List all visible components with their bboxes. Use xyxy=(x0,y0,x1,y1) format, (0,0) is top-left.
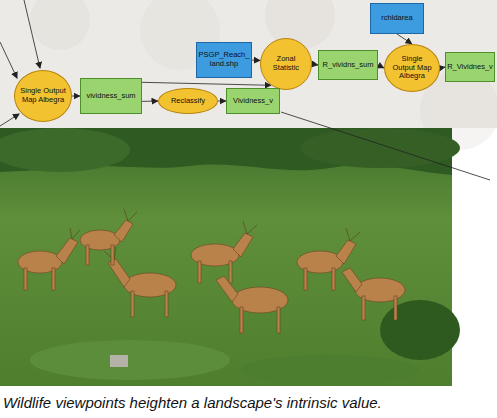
flow-arrow xyxy=(218,101,226,102)
flow-arrow xyxy=(142,82,271,85)
node-label: Single Output Map Albegra xyxy=(20,87,66,104)
output-data-box: R_vividns_sum xyxy=(318,50,378,80)
tool-oval: Zonal Statistic xyxy=(260,38,312,90)
incoming-wires xyxy=(0,0,490,180)
node-label: PSGP_Reach_ land.shp xyxy=(198,51,250,68)
tool-oval: Single Output Map Albegra xyxy=(384,44,440,92)
output-data-box: vividness_sum xyxy=(80,78,142,114)
figure-caption: Wildlife viewpoints heighten a landscape… xyxy=(3,394,382,411)
tool-oval: Single Output Map Albegra xyxy=(14,70,72,122)
node-label: R_Vividnes_v xyxy=(447,63,493,72)
node-label: R_vividns_sum xyxy=(323,61,374,70)
tool-oval: Reclassify xyxy=(158,88,218,114)
flow-arrow xyxy=(142,101,158,102)
output-data-box: Vividness_v xyxy=(226,88,280,114)
flow-arrow xyxy=(252,60,260,61)
input-dataset-box: rchldarea xyxy=(370,3,424,34)
node-label: Single Output Map Albegra xyxy=(390,55,434,81)
node-label: Vividness_v xyxy=(233,97,273,106)
node-label: Reclassify xyxy=(171,97,205,106)
elk-photo xyxy=(0,128,460,386)
node-label: vividness_sum xyxy=(86,92,135,101)
paper-texture xyxy=(30,0,497,150)
input-dataset-box: PSGP_Reach_ land.shp xyxy=(196,42,252,78)
flow-arrow xyxy=(72,96,80,97)
node-label: Zonal Statistic xyxy=(266,55,306,72)
output-data-box: R_Vividnes_v xyxy=(445,52,495,82)
node-label: rchldarea xyxy=(381,14,412,23)
flow-arrow xyxy=(397,34,412,44)
